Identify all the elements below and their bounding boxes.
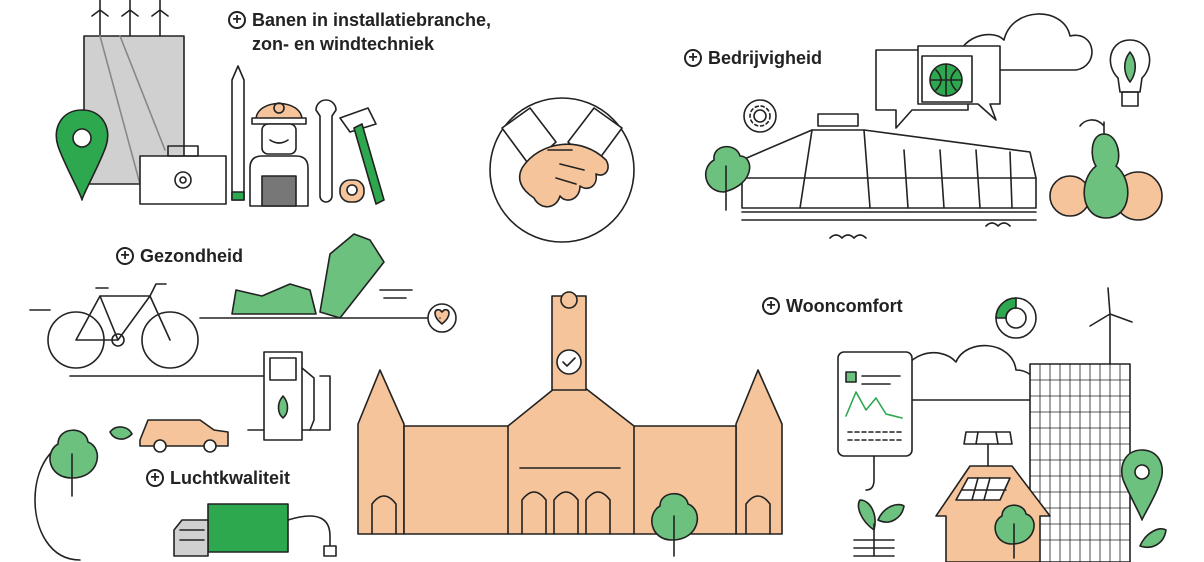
plus-icon[interactable]: + [228, 11, 246, 29]
handshake-icon [489, 97, 635, 243]
topic-business-label: Bedrijvigheid [708, 48, 823, 68]
plus-icon[interactable]: + [146, 469, 164, 487]
topic-health-label: Gezondheid [140, 246, 243, 266]
energy-cluster [55, 0, 385, 207]
wind-turbine-icon [1089, 287, 1133, 365]
topic-energy-line2: zon- en windtechniek [252, 34, 435, 54]
greenhouse-icon [741, 113, 1037, 239]
tree-icon [994, 504, 1035, 559]
pear-icon [1049, 119, 1163, 221]
leaf-icon [1139, 528, 1167, 548]
topic-air-quality[interactable]: + Luchtkwaliteit [146, 466, 290, 490]
wind-turbine-icon [91, 0, 169, 37]
plug-icon [287, 515, 337, 557]
globe-icon [921, 55, 973, 103]
lightbulb-icon [1109, 39, 1151, 107]
toolbox-icon [139, 145, 227, 205]
topic-health[interactable]: + Gezondheid [116, 244, 243, 268]
plus-icon[interactable]: + [762, 297, 780, 315]
plant-icon [853, 499, 905, 557]
truck-icon [173, 503, 289, 557]
tree-icon [704, 145, 751, 211]
wrench-icon [315, 99, 337, 203]
tree-icon [651, 492, 698, 557]
heart-icon [427, 303, 457, 333]
town-hall-icon [357, 291, 783, 535]
topic-air-label: Luchtkwaliteit [170, 468, 291, 488]
topic-living-label: Wooncomfort [786, 296, 903, 316]
topic-energy-jobs[interactable]: + Banen in installatiebranche, zon- en w… [228, 8, 491, 56]
plus-icon[interactable]: + [684, 49, 702, 67]
car-icon [139, 419, 229, 453]
health-cluster [29, 233, 457, 369]
fuel-pump-icon [263, 351, 315, 441]
bicycle-icon [47, 283, 199, 369]
gear-icon [743, 99, 777, 133]
business-cluster [704, 13, 1163, 239]
map-pin-icon [1120, 449, 1164, 521]
topic-business[interactable]: + Bedrijvigheid [684, 46, 822, 70]
topic-energy-label: Banen in installatiebranche, zon- en win… [252, 8, 491, 56]
pencil-icon [231, 65, 245, 201]
leaf-icon [109, 426, 133, 440]
plus-icon[interactable]: + [116, 247, 134, 265]
worker-icon [249, 102, 309, 207]
cloud-icon [899, 344, 1039, 401]
topic-living-comfort[interactable]: + Wooncomfort [762, 294, 903, 318]
hammer-icon [339, 107, 385, 205]
tablet-chart-icon [837, 351, 913, 491]
topic-energy-line1: Banen in installatiebranche, [252, 10, 492, 30]
tree-icon [49, 429, 98, 497]
map-pin-icon [55, 109, 109, 201]
donut-chart-icon [995, 297, 1037, 339]
apartment-building-icon [1029, 363, 1131, 562]
sneaker-icon [231, 233, 413, 319]
